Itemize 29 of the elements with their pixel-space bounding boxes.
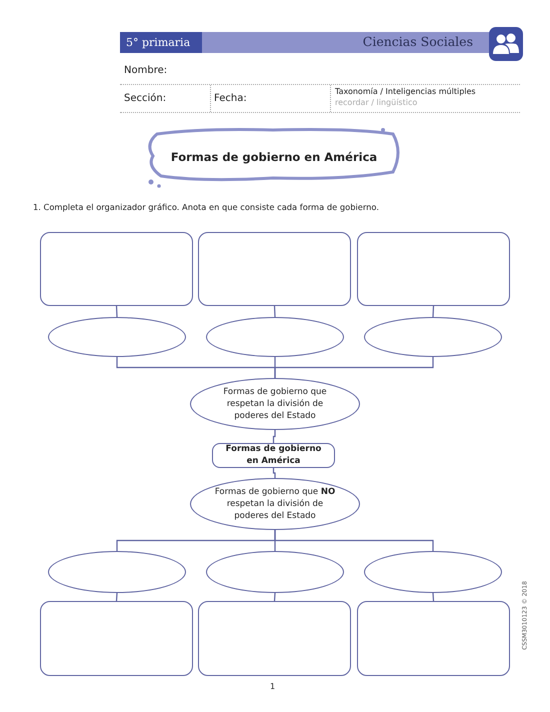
answer-box: [198, 232, 351, 306]
answer-box: [40, 232, 193, 306]
field-label: Sección:: [124, 93, 166, 104]
page-number: 1: [270, 682, 276, 691]
connector-line: [116, 306, 118, 318]
grade-tab: 5° primaria: [120, 32, 202, 53]
connector-line: [274, 357, 434, 378]
title: Formas de gobierno en América: [170, 150, 378, 164]
connector-line: [274, 592, 276, 602]
connector-line: [274, 306, 276, 318]
taxonomy-text: Taxonomía / Inteligencias múltiples: [335, 87, 476, 96]
concept-box: Formas de gobierno en América: [212, 443, 335, 468]
connector-line: [272, 430, 276, 443]
connector-line: [272, 468, 276, 478]
instruction-text: 1. Completa el organizador gráfico. Anota en que consiste cada forma de gobierno.: [33, 202, 379, 212]
connector-line: [432, 306, 434, 318]
answer-box: [40, 601, 193, 676]
connector-line: [116, 592, 118, 602]
concept-ellipse: Formas de gobierno que NO respetan la división de poderes del Estado: [190, 478, 360, 530]
answer-box: [357, 601, 510, 676]
field-label: Nombre:: [124, 65, 168, 76]
subject-title: Ciencias Sociales: [362, 34, 473, 49]
connector-line: [432, 592, 434, 602]
concept-ellipse: Formas de gobierno que respetan la división de poderes del Estado: [190, 378, 360, 430]
answer-box: [357, 232, 510, 306]
connector-line: [274, 530, 434, 551]
field-label: Fecha:: [214, 93, 247, 104]
taxonomy-text: recordar / lingüístico: [335, 98, 418, 107]
answer-box: [198, 601, 351, 676]
